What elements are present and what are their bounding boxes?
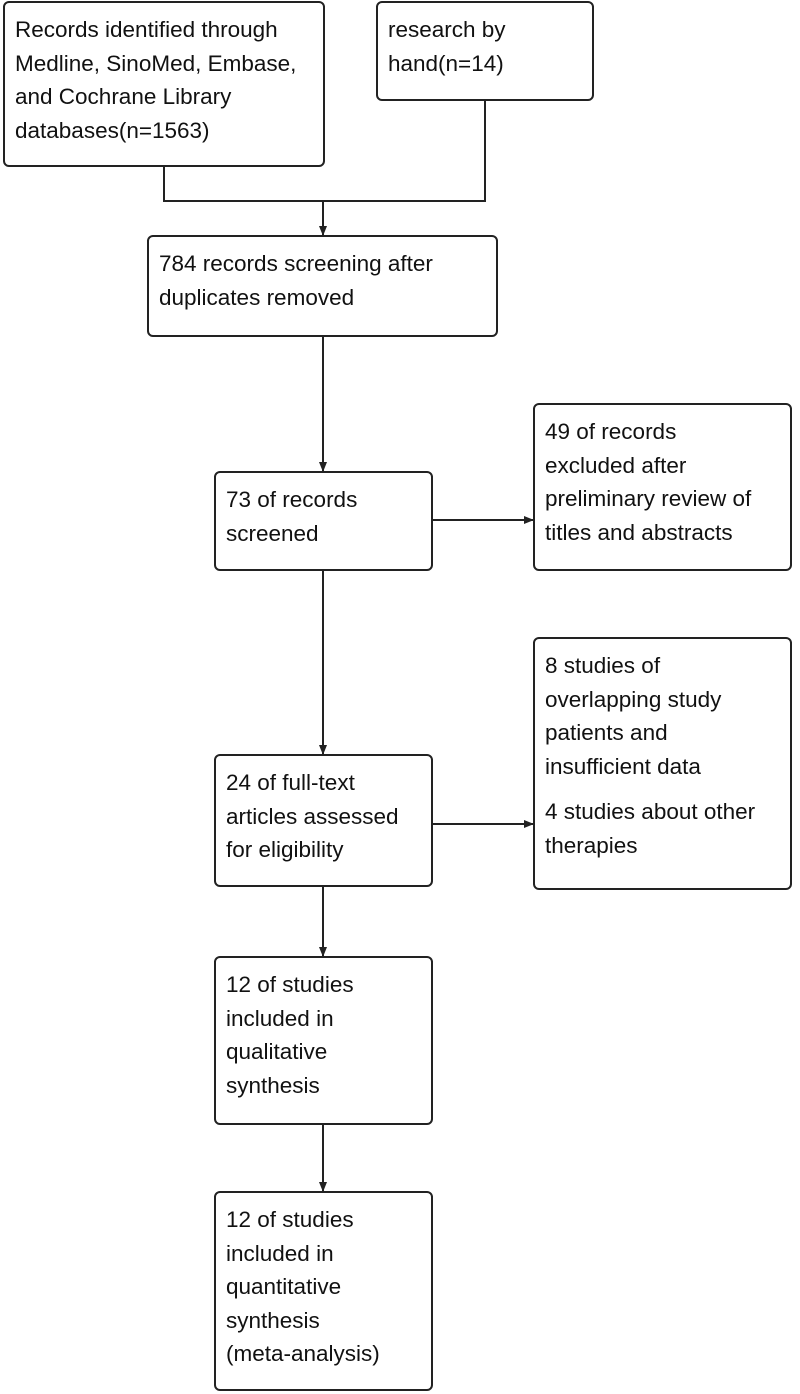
merge-connector <box>163 100 486 202</box>
box-text-line: (meta-analysis) <box>226 1341 380 1366</box>
box-studies-excluded-fulltext: 8 studies of overlapping study patients … <box>533 637 792 890</box>
box-text-line: articles assessed <box>226 803 399 829</box>
box-text-line: quantitative <box>226 1274 342 1299</box>
box-records-excluded-titles: 49 of records excluded after preliminary… <box>533 403 792 571</box>
box-text-line: Records identified through <box>15 17 278 42</box>
box-text-line: synthesis <box>226 1072 320 1098</box>
box-text-line: insufficient data <box>545 753 701 779</box>
box-text-line: and Cochrane Library <box>15 84 232 109</box>
box-quantitative-synthesis: 12 of studies included in quantitative s… <box>214 1191 433 1391</box>
box-text-line: patients and <box>545 720 668 745</box>
box-text-line: databases(n=1563) <box>15 117 210 143</box>
box-text-line: titles and abstracts <box>545 519 733 545</box>
box-text-line: hand(n=14) <box>388 50 504 76</box>
box-text-line: included in <box>226 1240 334 1266</box>
box-text-line: 49 of records <box>545 419 677 444</box>
box-text-line: screened <box>226 520 319 546</box>
box-text-line: Medline, SinoMed, Embase, <box>15 50 297 76</box>
box-text-line: duplicates removed <box>159 284 355 310</box>
box-text-line: 12 of studies <box>226 1207 354 1232</box>
box-text-line: 4 studies about other <box>545 799 756 824</box>
box-text-line: excluded after <box>545 452 687 478</box>
box-text-line: synthesis <box>226 1307 320 1333</box>
box-text-line: 24 of full-text <box>226 770 355 795</box>
box-fulltext-assessed: 24 of full-text articles assessed for el… <box>214 754 433 887</box>
box-text-line: 784 records screening after <box>159 251 433 276</box>
box-text-line: 12 of studies <box>226 972 354 997</box>
box-records-after-duplicates: 784 records screening after duplicates r… <box>147 235 498 337</box>
box-text-line: qualitative <box>226 1039 328 1064</box>
box-text-line: overlapping study <box>545 686 722 712</box>
box-text-line: 73 of records <box>226 487 358 512</box>
box-research-by-hand: research by hand(n=14) <box>376 1 594 101</box>
box-text-line: research by <box>388 17 506 42</box>
box-text-line: 8 studies of <box>545 653 661 678</box>
box-text-line: therapies <box>545 832 638 858</box>
box-text-line: preliminary review of <box>545 486 752 511</box>
box-records-identified-databases: Records identified through Medline, Sino… <box>3 1 325 167</box>
box-qualitative-synthesis: 12 of studies included in qualitative sy… <box>214 956 433 1125</box>
box-text-line: included in <box>226 1005 334 1031</box>
box-records-screened: 73 of records screened <box>214 471 433 571</box>
box-text-line: for eligibility <box>226 837 344 862</box>
